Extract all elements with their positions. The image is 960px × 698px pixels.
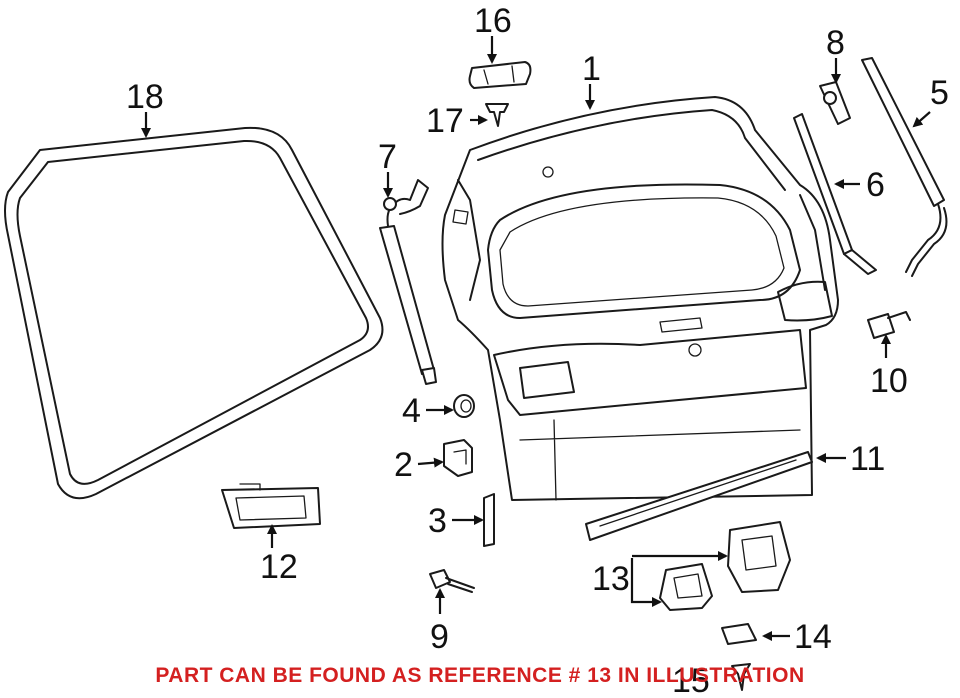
part-16-hinge (468, 61, 532, 89)
callout-15: 15 (672, 662, 710, 698)
callout-12: 12 (260, 548, 298, 586)
part-11-applique (585, 451, 813, 541)
part-3-trim-strip (483, 493, 495, 547)
callout-8: 8 (826, 24, 845, 62)
callout-17: 17 (426, 102, 464, 140)
leader-lines (141, 36, 931, 641)
part-4-bumper (453, 394, 475, 418)
callout-13: 13 (592, 560, 630, 598)
callout-18: 18 (126, 78, 164, 116)
part-12-lamp (221, 483, 321, 529)
footer-note: PART CAN BE FOUND AS REFERENCE # 13 IN I… (155, 664, 805, 687)
callout-14: 14 (794, 618, 832, 656)
callout-5: 5 (930, 74, 949, 112)
part-13-latch (659, 521, 791, 611)
callout-11: 11 (850, 440, 885, 478)
part-10-switch (867, 311, 911, 339)
part-6-gas-strut (793, 113, 877, 275)
callout-4: 4 (402, 392, 421, 430)
part-2-bracket (443, 439, 473, 477)
callout-9: 9 (430, 618, 449, 656)
callout-1: 1 (582, 50, 601, 88)
callout-3: 3 (428, 502, 447, 540)
callout-7: 7 (378, 138, 397, 176)
part-14-striker (721, 623, 757, 645)
callout-16: 16 (474, 2, 512, 40)
part-18-weatherstrip (4, 126, 384, 500)
part-1-liftgate (441, 96, 839, 501)
part-17-clip (485, 103, 509, 127)
part-5-strut-cable (861, 57, 948, 277)
part-9-bolt (429, 569, 475, 593)
part-7-power-strut (379, 179, 437, 385)
part-8-ball-stud (819, 81, 851, 125)
callout-6: 6 (866, 166, 885, 204)
callout-2: 2 (394, 446, 413, 484)
callout-10: 10 (870, 362, 908, 400)
part-15-screw (731, 663, 751, 691)
